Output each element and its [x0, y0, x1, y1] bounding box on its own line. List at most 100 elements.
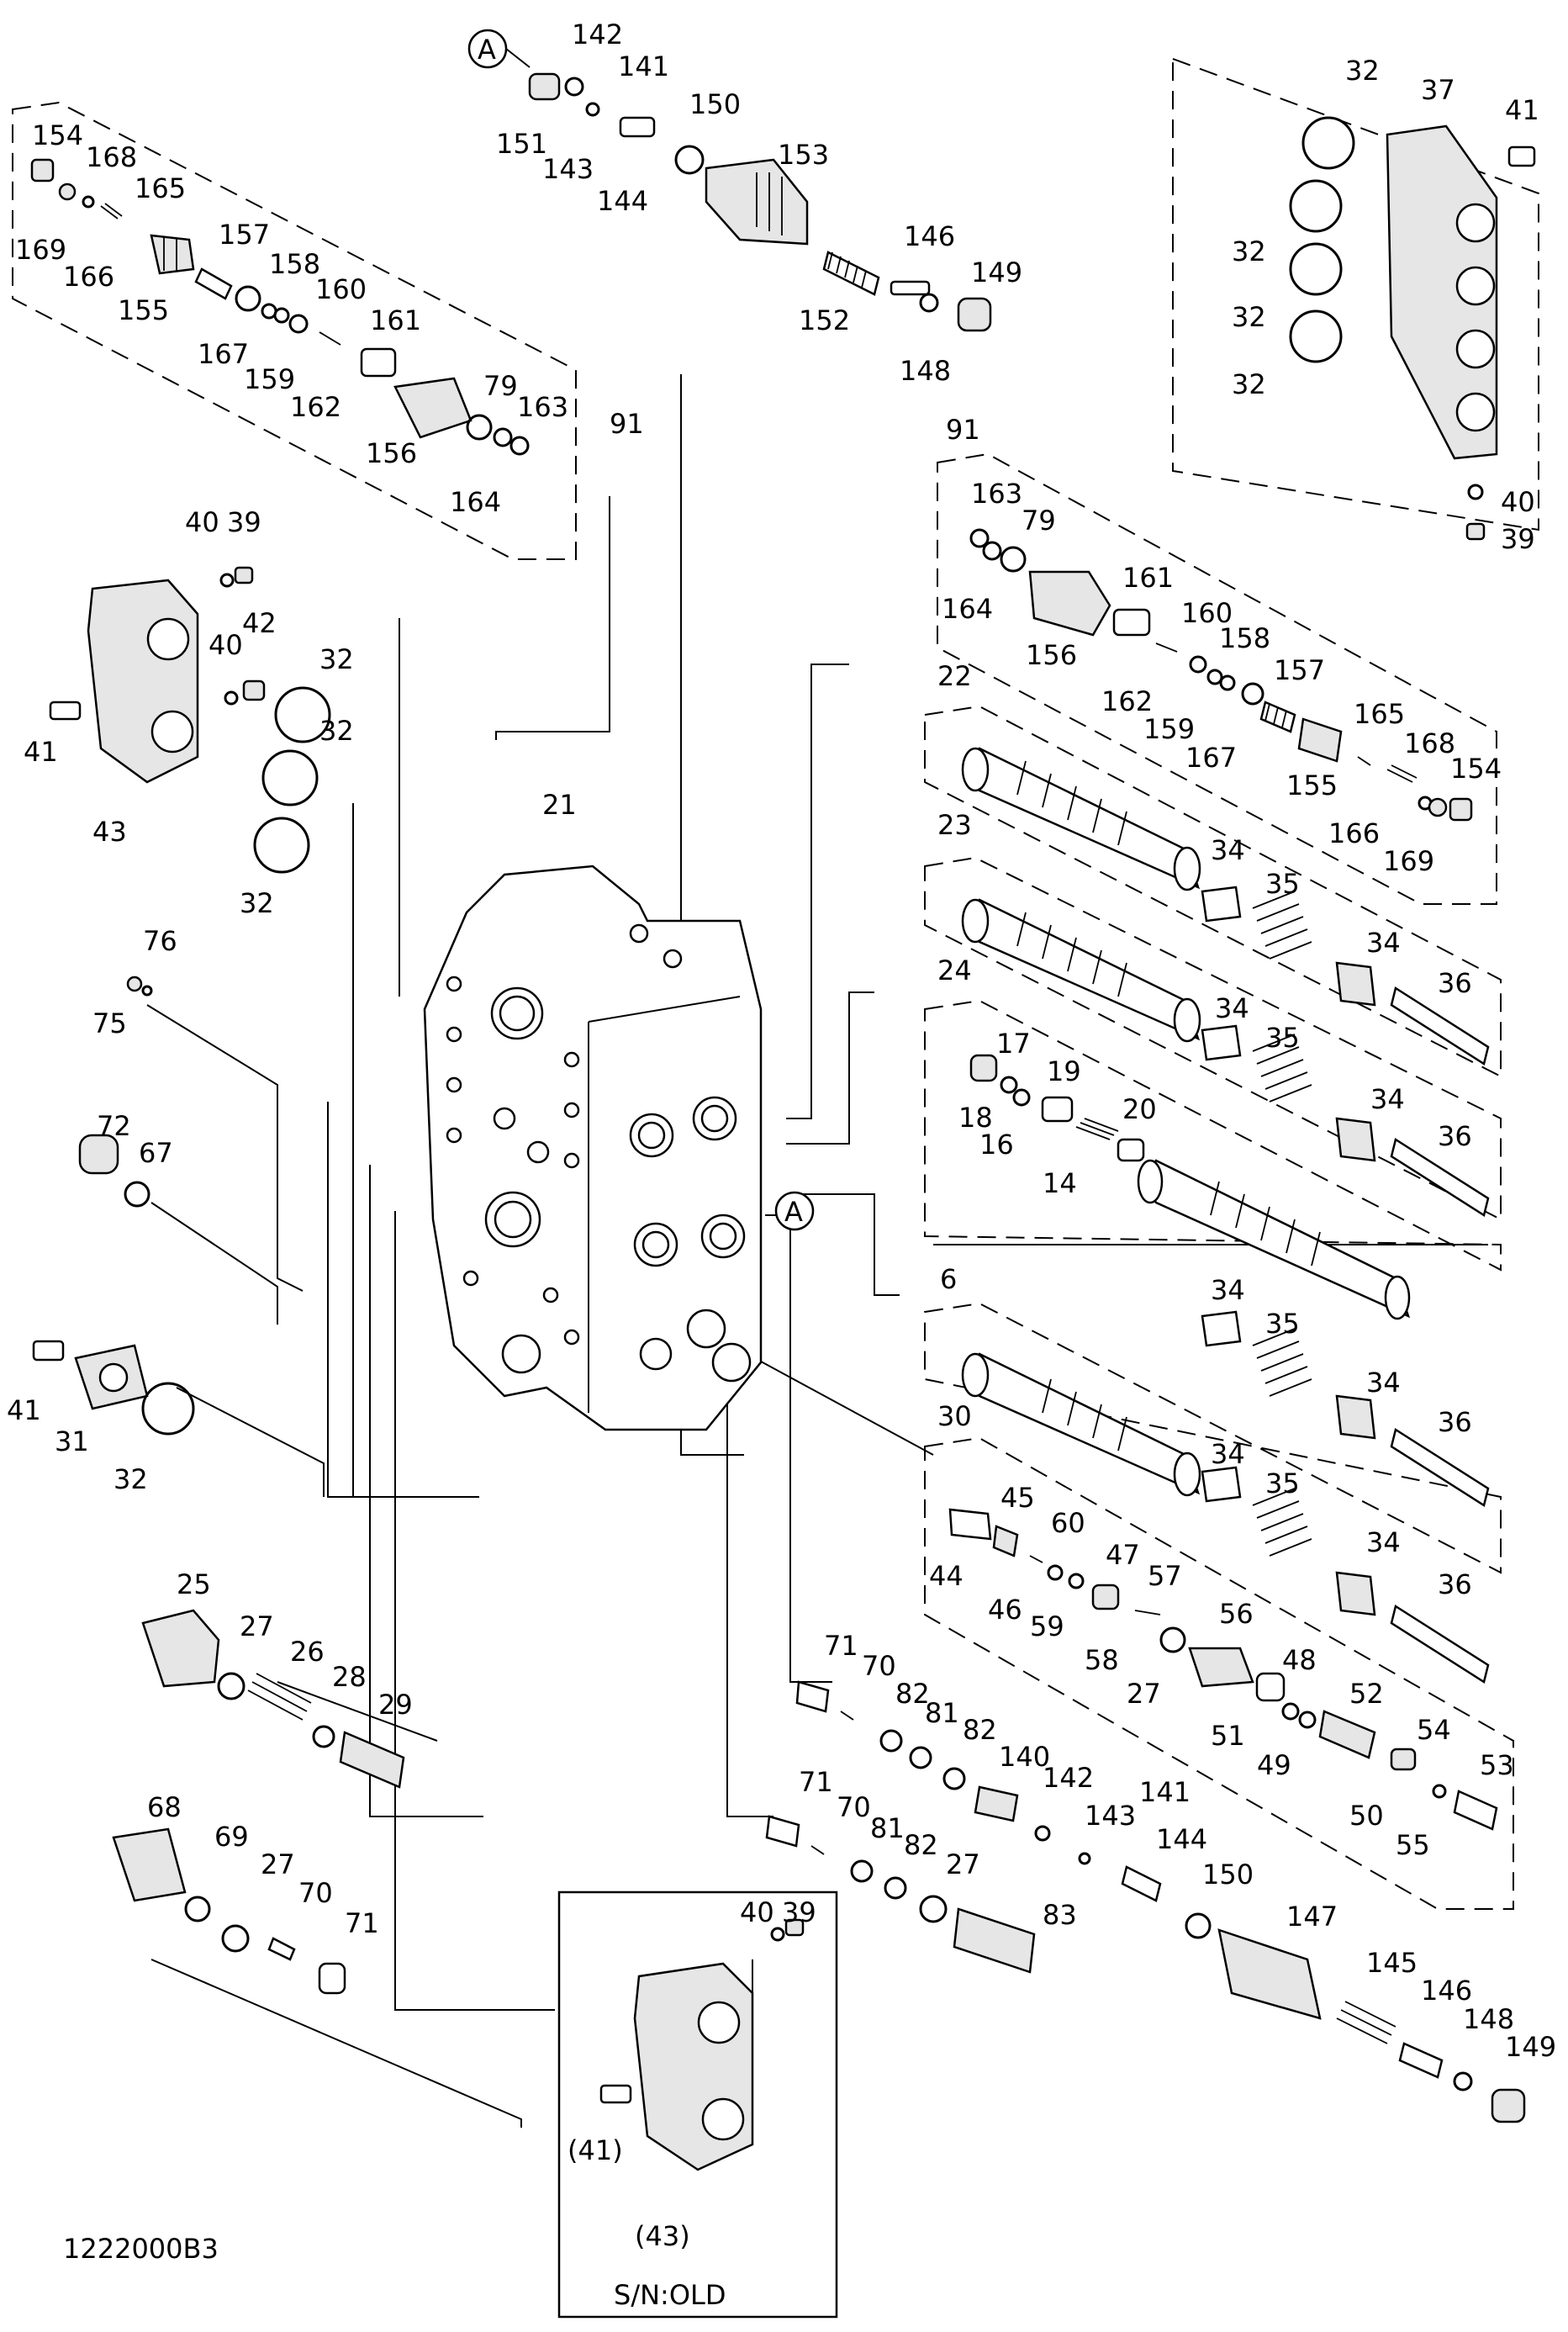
drawing-number: 1222000B3 [63, 2233, 219, 2265]
label-150: 150 [1202, 1859, 1254, 1890]
label-21: 21 [542, 789, 577, 821]
label-165: 165 [1354, 698, 1405, 730]
label-141: 141 [618, 50, 669, 82]
label-34: 34 [1211, 1274, 1245, 1306]
label-34: 34 [1215, 992, 1249, 1024]
label-164: 164 [450, 486, 501, 518]
label-19: 19 [1047, 1055, 1081, 1087]
label-41: 41 [1505, 94, 1539, 126]
label-6: 6 [940, 1263, 957, 1295]
label-54: 54 [1417, 1714, 1451, 1746]
label-41: 41 [24, 736, 58, 768]
label-79: 79 [1022, 505, 1056, 537]
label-162: 162 [290, 391, 341, 423]
label-37: 37 [1421, 74, 1455, 106]
label-159: 159 [1143, 713, 1195, 745]
plug-68-assembly [112, 1827, 346, 1995]
label-149: 149 [971, 256, 1022, 288]
label-25: 25 [177, 1568, 211, 1600]
label-43-paren: (43) [635, 2220, 690, 2252]
label-161: 161 [370, 304, 421, 336]
label-41: 41 [7, 1394, 41, 1426]
label-27: 27 [240, 1610, 274, 1642]
label-155: 155 [118, 294, 169, 326]
label-144: 144 [597, 185, 648, 217]
label-150: 150 [689, 88, 741, 120]
label-146: 146 [1421, 1975, 1472, 2007]
label-159: 159 [244, 363, 295, 395]
label-49: 49 [1257, 1749, 1291, 1781]
label-91: 91 [946, 414, 980, 446]
label-71: 71 [799, 1766, 833, 1798]
label-59: 59 [1030, 1610, 1064, 1642]
flange-31 [32, 1340, 195, 1436]
label-82: 82 [904, 1829, 938, 1861]
label-39: 39 [1501, 523, 1535, 555]
label-27: 27 [946, 1848, 980, 1880]
label-160: 160 [315, 273, 367, 305]
spool-23 [961, 898, 1201, 1043]
label-18: 18 [958, 1102, 993, 1134]
label-82: 82 [895, 1678, 930, 1710]
label-27: 27 [261, 1848, 295, 1880]
label-68: 68 [147, 1791, 182, 1823]
label-32: 32 [1232, 301, 1266, 333]
label-146: 146 [904, 220, 955, 252]
label-143: 143 [542, 153, 594, 185]
main-valve-body [423, 865, 763, 1431]
callout-a-body: A [774, 1191, 815, 1231]
label-163: 163 [971, 478, 1022, 510]
label-31: 31 [55, 1425, 89, 1457]
label-71: 71 [824, 1630, 858, 1662]
label-32: 32 [1232, 368, 1266, 400]
label-164: 164 [942, 593, 993, 625]
label-44: 44 [929, 1560, 964, 1592]
spool-24 [969, 1054, 1411, 1320]
part-labels: 142 141 151 143 144 150 153 152 146 149 … [7, 19, 1556, 2252]
label-69: 69 [214, 1821, 249, 1853]
label-34: 34 [1366, 1526, 1401, 1558]
label-140: 140 [999, 1741, 1050, 1773]
label-165: 165 [135, 172, 186, 204]
label-166: 166 [1328, 817, 1380, 849]
label-142: 142 [572, 19, 623, 50]
label-168: 168 [86, 141, 137, 173]
label-36: 36 [1438, 967, 1472, 999]
label-17: 17 [996, 1028, 1031, 1060]
label-47: 47 [1106, 1539, 1140, 1571]
label-147: 147 [1286, 1901, 1338, 1933]
label-20: 20 [1122, 1093, 1157, 1125]
label-23: 23 [937, 809, 972, 841]
leader-lines [146, 374, 1488, 2128]
label-166: 166 [63, 261, 114, 293]
label-158: 158 [269, 248, 320, 280]
label-148: 148 [900, 355, 951, 387]
label-32: 32 [240, 887, 274, 919]
label-163: 163 [517, 391, 568, 423]
sn-old-label: S/N:OLD [614, 2279, 726, 2311]
label-156: 156 [366, 437, 417, 469]
spring-sets [1201, 886, 1490, 1684]
label-145: 145 [1366, 1947, 1418, 1979]
label-75: 75 [92, 1007, 127, 1039]
label-36: 36 [1438, 1120, 1472, 1152]
label-40: 40 [185, 506, 219, 538]
plug-25-assembly [141, 1609, 405, 1789]
upper-left-pilot-assembly [30, 158, 530, 456]
label-30: 30 [937, 1400, 972, 1432]
label-79: 79 [483, 370, 518, 402]
label-34: 34 [1211, 1438, 1245, 1470]
label-91: 91 [610, 408, 644, 440]
label-34: 34 [1366, 927, 1401, 959]
label-35: 35 [1265, 1308, 1300, 1340]
label-35: 35 [1265, 1022, 1300, 1054]
label-32: 32 [1345, 55, 1380, 87]
label-40: 40 [209, 629, 243, 661]
label-51: 51 [1211, 1720, 1245, 1752]
callout-a-top: A [467, 29, 531, 69]
label-32: 32 [114, 1463, 148, 1495]
label-32: 32 [319, 715, 354, 747]
label-32: 32 [1232, 235, 1266, 267]
label-43: 43 [92, 816, 127, 848]
label-29: 29 [378, 1689, 413, 1721]
